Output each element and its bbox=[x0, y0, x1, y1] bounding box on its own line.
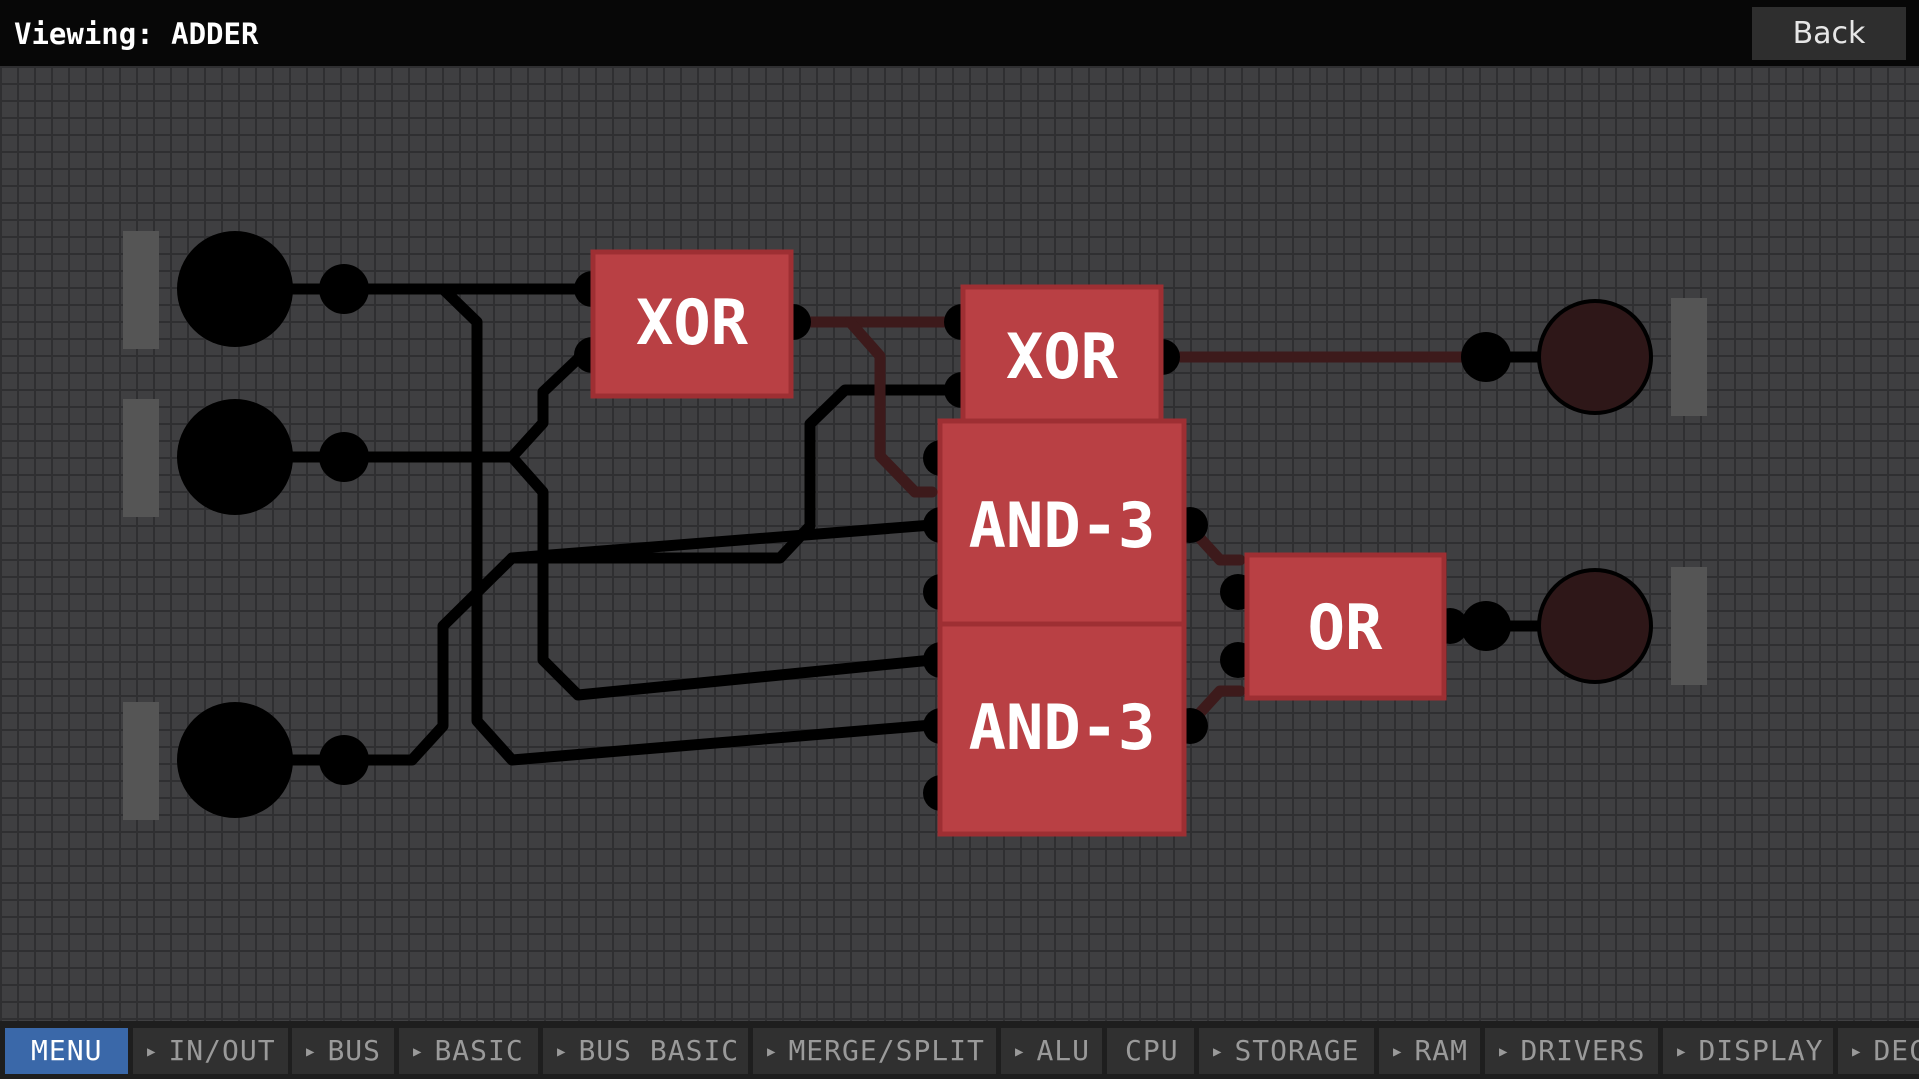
tab-label: DISPLAY bbox=[1698, 1034, 1824, 1067]
tab-label: BUS bbox=[327, 1034, 382, 1067]
wire bbox=[506, 451, 938, 701]
tab-label: BUS BASIC bbox=[578, 1034, 740, 1067]
triangle-right-icon: ▶ bbox=[767, 1044, 777, 1060]
tab-cpu[interactable]: CPU bbox=[1107, 1028, 1194, 1074]
input-pin-1[interactable] bbox=[319, 264, 369, 314]
component-toolbar: MENU ▶ IN/OUT ▶ BUS ▶ BASIC ▶ BUS BASIC ▶ MER… bbox=[0, 1021, 1919, 1079]
back-button[interactable]: Back bbox=[1752, 7, 1906, 60]
tab-label: RAM bbox=[1414, 1034, 1469, 1067]
tab-label: BASIC bbox=[434, 1034, 524, 1067]
tab-label: DEC bbox=[1873, 1034, 1919, 1067]
triangle-right-icon: ▶ bbox=[306, 1044, 316, 1060]
wire bbox=[844, 316, 938, 498]
and3-gate-2[interactable]: AND-3 bbox=[937, 621, 1187, 837]
tab-menu[interactable]: MENU bbox=[5, 1028, 128, 1074]
tab-in-out[interactable]: ▶ IN/OUT bbox=[133, 1028, 288, 1074]
gate-label: XOR bbox=[636, 286, 749, 359]
output-lamp-1 bbox=[1537, 299, 1653, 415]
tab-label: IN/OUT bbox=[168, 1034, 276, 1067]
input-lamp-3[interactable] bbox=[177, 702, 293, 818]
triangle-right-icon: ▶ bbox=[1677, 1044, 1687, 1060]
tab-drivers[interactable]: ▶ DRIVERS bbox=[1485, 1028, 1658, 1074]
triangle-right-icon: ▶ bbox=[1499, 1044, 1509, 1060]
gate-label: OR bbox=[1308, 591, 1383, 664]
tab-bus[interactable]: ▶ BUS bbox=[292, 1028, 394, 1074]
tab-alu[interactable]: ▶ ALU bbox=[1001, 1028, 1102, 1074]
output-lamp-2 bbox=[1537, 568, 1653, 684]
tab-label: STORAGE bbox=[1234, 1034, 1360, 1067]
tab-label: DRIVERS bbox=[1520, 1034, 1646, 1067]
input-lamp-2[interactable] bbox=[177, 399, 293, 515]
input-pin-3[interactable] bbox=[319, 735, 369, 785]
input-lamp-1[interactable] bbox=[177, 231, 293, 347]
triangle-right-icon: ▶ bbox=[147, 1044, 157, 1060]
gate-label: XOR bbox=[1006, 320, 1119, 393]
input-pin-2[interactable] bbox=[319, 432, 369, 482]
tab-display[interactable]: ▶ DISPLAY bbox=[1663, 1028, 1833, 1074]
circuit-diagram: XOR XOR AND-3 AND-3 OR bbox=[123, 231, 1707, 837]
tab-label: ALU bbox=[1036, 1034, 1091, 1067]
triangle-right-icon: ▶ bbox=[557, 1044, 567, 1060]
and3-gate-1[interactable]: AND-3 bbox=[937, 418, 1187, 627]
page-title: Viewing: ADDER bbox=[14, 17, 259, 51]
gate-label: AND-3 bbox=[969, 489, 1156, 562]
tab-bus-basic[interactable]: ▶ BUS BASIC bbox=[543, 1028, 748, 1074]
triangle-right-icon: ▶ bbox=[1393, 1044, 1403, 1060]
triangle-right-icon: ▶ bbox=[413, 1044, 423, 1060]
gate-label: AND-3 bbox=[969, 691, 1156, 764]
tab-label: CPU bbox=[1125, 1034, 1179, 1067]
output-handle-1[interactable] bbox=[1671, 298, 1707, 416]
input-handle-3[interactable] bbox=[123, 702, 159, 820]
or-gate[interactable]: OR bbox=[1244, 552, 1447, 701]
top-bar: Viewing: ADDER Back bbox=[0, 0, 1919, 66]
tab-ram[interactable]: ▶ RAM bbox=[1379, 1028, 1480, 1074]
triangle-right-icon: ▶ bbox=[1852, 1044, 1862, 1060]
input-handle-1[interactable] bbox=[123, 231, 159, 349]
tab-label: MERGE/SPLIT bbox=[788, 1034, 985, 1067]
tab-merge-split[interactable]: ▶ MERGE/SPLIT bbox=[753, 1028, 996, 1074]
tab-dec[interactable]: ▶ DEC bbox=[1838, 1028, 1919, 1074]
tab-label: MENU bbox=[31, 1034, 103, 1067]
wire bbox=[506, 349, 588, 463]
triangle-right-icon: ▶ bbox=[1015, 1044, 1025, 1060]
circuit-canvas[interactable]: XOR XOR AND-3 AND-3 OR bbox=[0, 66, 1919, 1021]
output-handle-2[interactable] bbox=[1671, 567, 1707, 685]
tab-basic[interactable]: ▶ BASIC bbox=[399, 1028, 538, 1074]
wire bbox=[506, 384, 958, 564]
input-handle-2[interactable] bbox=[123, 399, 159, 517]
tab-storage[interactable]: ▶ STORAGE bbox=[1199, 1028, 1374, 1074]
wire bbox=[437, 283, 938, 766]
wire bbox=[1486, 351, 1540, 632]
triangle-right-icon: ▶ bbox=[1213, 1044, 1223, 1060]
xor-gate-2[interactable]: XOR bbox=[960, 284, 1164, 431]
xor-gate-1[interactable]: XOR bbox=[590, 249, 794, 399]
